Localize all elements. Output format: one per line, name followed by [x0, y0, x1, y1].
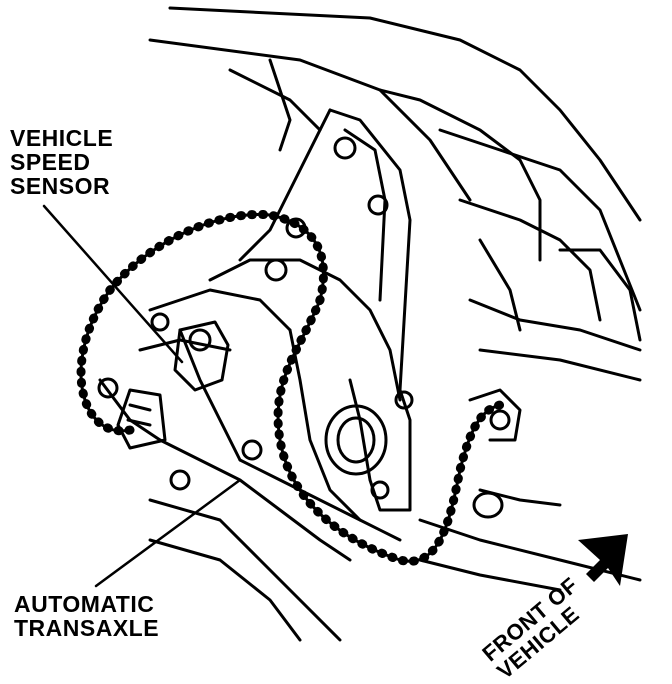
label-line: SPEED: [10, 149, 91, 176]
vehicle-speed-sensor-label: VEHICLE SPEED SENSOR: [10, 125, 114, 200]
mounting-bracket: [238, 108, 414, 512]
front-arrow-icon: [578, 534, 628, 586]
transaxle-housing: [97, 258, 402, 562]
label-line: SENSOR: [10, 173, 111, 200]
label-line: TRANSAXLE: [14, 615, 160, 642]
label-line: AUTOMATIC: [14, 591, 155, 617]
automatic-transaxle-label: AUTOMATIC TRANSAXLE: [14, 592, 159, 640]
leader-line-transaxle: [94, 478, 242, 588]
right-connector: [468, 388, 562, 519]
wiring-harness-edge: [79, 212, 501, 563]
label-line: VEHICLE: [10, 125, 114, 151]
engine-illustration: [42, 6, 642, 642]
speed-sensor-body: [116, 320, 230, 450]
engine-block-outline: [148, 6, 642, 382]
wiring-harness: [76, 209, 505, 566]
